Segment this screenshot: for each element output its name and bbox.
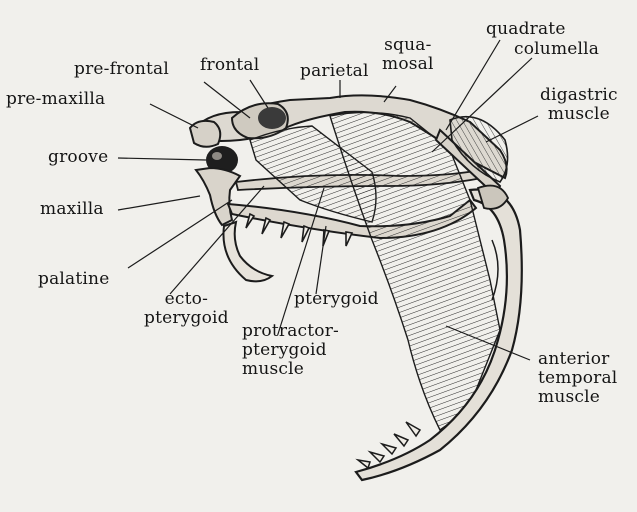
- label-digastric-muscle: digastric muscle: [540, 86, 618, 124]
- label-frontal: frontal: [200, 56, 259, 75]
- label-pre-frontal: pre-frontal: [74, 60, 169, 79]
- label-quadrate: quadrate: [486, 20, 566, 39]
- label-maxilla: maxilla: [40, 200, 104, 219]
- orbit-shadow: [258, 107, 286, 129]
- label-palatine: palatine: [38, 270, 109, 289]
- label-pre-maxilla: pre-maxilla: [6, 90, 105, 109]
- maxilla-bone: [196, 168, 240, 225]
- fang: [223, 222, 272, 281]
- label-pterygoid: pterygoid: [294, 290, 379, 309]
- label-columella: columella: [514, 40, 599, 59]
- label-protractor-pterygoid-muscle: protractor- pterygoid muscle: [242, 322, 339, 379]
- label-squamosal: squa- mosal: [382, 36, 434, 74]
- label-parietal: parietal: [300, 62, 369, 81]
- label-anterior-temporal-muscle: anterior temporal muscle: [538, 350, 617, 407]
- label-groove: groove: [48, 148, 108, 167]
- label-ecto-pterygoid: ecto- pterygoid: [144, 290, 229, 328]
- snout: [190, 121, 220, 147]
